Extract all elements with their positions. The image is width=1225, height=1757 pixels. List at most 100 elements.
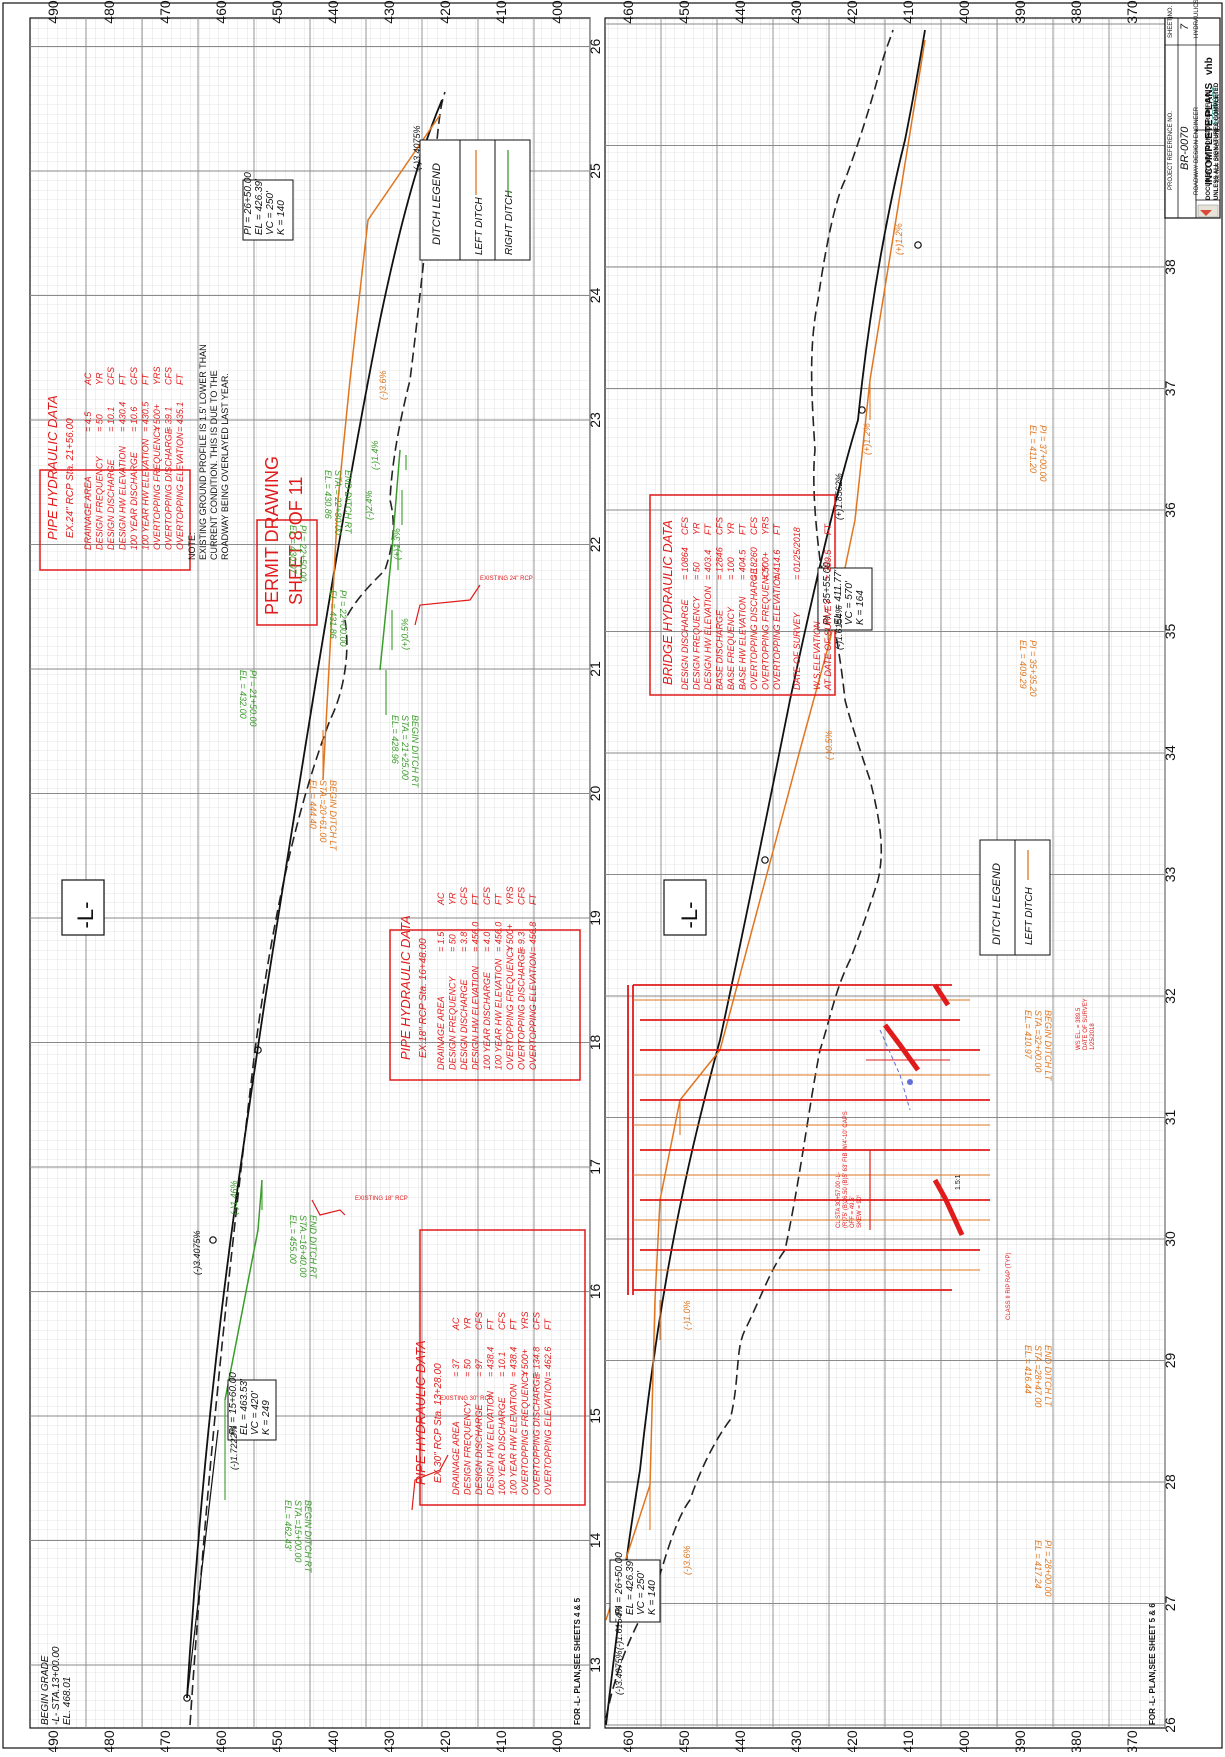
pipe24-row-unit: YRS [152, 366, 162, 385]
bridge-title: BRIDGE HYDRAULIC DATA [660, 520, 675, 685]
elevation-label: 370 [1124, 0, 1140, 24]
permit-line-2: SHEET 8 OF 11 [286, 477, 306, 605]
existing-ground-top [189, 91, 446, 1726]
cl-sta-callout: (R)75' (B)26.50 (B)5' 63' FIB W/4'-10' C… [843, 1111, 849, 1228]
begin-ditch-lt-20: BEGIN DITCH LT [328, 780, 338, 852]
elevation-label: 440 [325, 1730, 341, 1752]
bridge-row-value: = 12846 [715, 547, 725, 580]
bottom-profile-panel: 4604604504504404404304304204204104104004… [604, 0, 1178, 1754]
station-label: 21 [587, 661, 603, 677]
ditch-legend-right: RIGHT DITCH [504, 190, 515, 255]
elevation-label: 420 [844, 0, 860, 24]
pipe24-row-unit: YR [95, 372, 105, 385]
elevation-label: 420 [437, 0, 453, 24]
pipe18-row-unit: AC [436, 892, 446, 906]
pipe30-row-label: DRAINAGE AREA [451, 1421, 461, 1495]
pi-box-b1 [609, 1559, 661, 1623]
pipe30-row-value: = 10.1 [497, 1352, 507, 1377]
pipe30-row-label: 100 YEAR HW ELEVATION [509, 1383, 519, 1495]
bridge-row-value: = 404.5 [738, 549, 748, 580]
pi-21: PI = 21+50.00 [248, 670, 258, 727]
bridge-piles [633, 999, 990, 1271]
station-label: 38 [1162, 259, 1178, 275]
bridge-row-value: = 500+ [761, 552, 771, 580]
permit-box [256, 519, 318, 626]
grade-label: (-)3.4075% [412, 125, 422, 170]
grade-label: (+)1.3% [392, 528, 402, 560]
pipe30-row-label: DESIGN HW ELEVATION [486, 1391, 496, 1495]
pipe18-row-label: 100 YEAR DISCHARGE [482, 971, 492, 1070]
pi-block-bottom-2: PI = 35+55.00 [822, 562, 833, 625]
pi-37: EL = 411.20 [1028, 425, 1038, 473]
pipe18-row-label: DESIGN DISCHARGE [459, 978, 469, 1070]
pipe24-row-label: 100 YEAR DISCHARGE [129, 451, 139, 550]
pipe18-sub: EX.18" RCP Sta. 16+48.00 [418, 938, 429, 1058]
pipe30-row-value: = 438.4 [509, 1347, 519, 1377]
end-ditch-rt-16: END DITCH RT [308, 1215, 318, 1280]
pipe24-row-label: OVERTOPPING ELEVATION [175, 432, 185, 550]
bridge-structure [627, 984, 990, 1295]
station-label: 36 [1162, 502, 1178, 518]
pi-block-top-2: K = 140 [276, 200, 287, 235]
pipe24-row-value: = 10.6 [129, 407, 139, 432]
pipe30-sub: EX.30" RCP Sta. 13+28.00 [433, 1363, 444, 1483]
elevation-label: 450 [676, 0, 692, 24]
station-label: 26 [587, 39, 603, 55]
grade-label: (-)1.4% [370, 440, 380, 470]
end-ditch-lt-28: STA.=28+47.00 [1033, 1345, 1043, 1407]
rip-rap-1 [932, 1178, 965, 1237]
bridge-row-label: BASE FREQUENCY [726, 606, 736, 690]
elevation-label: 470 [157, 0, 173, 24]
begin-ditch-rt-21: STA.= 21+25.00 [400, 715, 410, 780]
station-label: 18 [587, 1035, 603, 1051]
pipe30-row-unit: YR [463, 1317, 473, 1330]
station-label: 13 [587, 1657, 603, 1673]
begin-ditch-lt-32: BEGIN DITCH LT [1043, 1010, 1053, 1082]
elevation-label: 390 [1012, 1730, 1028, 1752]
station-label: 30 [1162, 1231, 1178, 1247]
bridge-ws-value: = 389.5 [823, 549, 833, 580]
bridge-row-unit: CFS [749, 517, 759, 535]
ws-marker [907, 1079, 913, 1085]
bridge-row-unit: FT [772, 523, 782, 535]
pipe30-row-value: = 438.4 [486, 1347, 496, 1377]
elevation-label: 410 [900, 0, 916, 24]
ditch-legend-left: LEFT DITCH [474, 196, 485, 255]
pipe24-row-unit: AC [83, 372, 93, 386]
bridge-ws-label-2: AT DATE OF SURVEY [823, 598, 833, 691]
pipe24-row-label: OVERTOPPING FREQUENCY [152, 424, 162, 550]
bridge-row-unit: FT [738, 523, 748, 535]
bridge-row-unit: CFS [715, 517, 725, 535]
pi-35: PI = 35+35.20 [1028, 640, 1038, 697]
bridge-row-unit: YR [726, 522, 736, 535]
pvi-point-b2 [761, 856, 769, 864]
bridge-row-value: = 100 [726, 557, 736, 580]
existing-ground-bottom [605, 29, 894, 1719]
elevation-label: 410 [493, 1730, 509, 1752]
pipe18-row-value: = 4.0 [482, 932, 492, 952]
pipe30-row-label: DESIGN FREQUENCY [463, 1400, 473, 1495]
pipe24-row-unit: CFS [106, 367, 116, 385]
elevation-label: 400 [956, 1730, 972, 1752]
pi-225: EL = 430.07 [288, 525, 298, 575]
elevation-label: 400 [956, 0, 972, 24]
ditch-legend-title: DITCH LEGEND [431, 163, 443, 245]
begin-grade-tangent [186, 1429, 219, 1699]
elevation-label: 380 [1068, 0, 1084, 24]
elevation-label: 440 [325, 0, 341, 24]
pipe18-row-unit: YRS [505, 886, 515, 905]
pi-block-bottom-2: K = 164 [855, 590, 866, 625]
bridge-row-label: BASE HW ELEVATION [738, 596, 748, 690]
elevation-label: 440 [732, 1730, 748, 1752]
pipe30-row-value: = 50 [463, 1359, 473, 1377]
pi-block-bottom-1: PI = 26+50.00 [614, 1552, 625, 1615]
cl-sta-callout: CL STA 30+57.00 -L- [836, 1172, 842, 1228]
rip-rap-2 [883, 1023, 921, 1072]
pipe24-row-value: = 10.1 [106, 407, 116, 432]
stewart-logo: STEWART [1211, 86, 1220, 125]
incomplete-sub: DO NOT USE FOR R/W ACQUISITION [1215, 94, 1221, 182]
pipe30-row-unit: AC [451, 1317, 461, 1331]
end-ditch-rt-22: STA.= 22+80.00 [333, 470, 343, 535]
elevation-label: 460 [213, 0, 229, 24]
cl-sta-callout: SKEW = 90° [857, 1194, 863, 1228]
